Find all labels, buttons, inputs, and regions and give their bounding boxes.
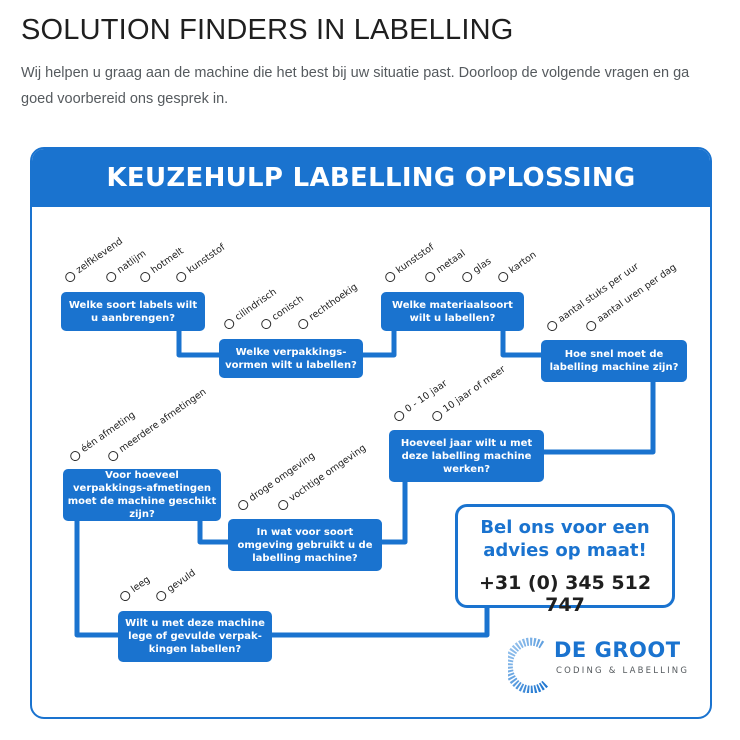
question-text: Hoe snel moet de labelling machine zijn?: [549, 349, 679, 373]
question-text: Welke materiaalsoort wilt u labellen?: [392, 299, 513, 324]
logo-tagline: CODING & LABELLING: [556, 666, 690, 676]
question-text: Wilt u met deze machine lege of gevulde …: [125, 618, 265, 655]
question-years: Hoeveel jaar wilt u met deze labelling m…: [389, 430, 544, 482]
question-speed: Hoe snel moet de labelling machine zijn?: [541, 340, 687, 382]
question-environment: In wat voor soort omgeving gebruikt u de…: [228, 519, 382, 571]
keuzehulp-infographic: KEUZEHULP LABELLING OPLOSSING Welke soor…: [30, 147, 712, 719]
question-text: Welke soort labels wilt u aanbrengen?: [68, 299, 198, 324]
de-groot-logo: DE GROOT CODING & LABELLING: [508, 635, 693, 695]
question-text: Hoeveel jaar wilt u met deze labelling m…: [400, 437, 533, 475]
question-text: Welke verpakkings-vormen wilt u labellen…: [225, 346, 357, 371]
page-title: SOLUTION FINDERS IN LABELLING: [21, 14, 514, 46]
question-sizes: Voor hoeveel verpakkings-afmetingen moet…: [63, 469, 221, 521]
question-packaging-shape: Welke verpakkings-vormen wilt u labellen…: [219, 339, 363, 378]
phone-number[interactable]: +31 (0) 345 512 747: [478, 572, 652, 616]
question-empty-filled: Wilt u met deze machine lege of gevulde …: [118, 611, 272, 662]
cta-line-2: advies op maat!: [483, 540, 647, 561]
question-text: Voor hoeveel verpakkings-afmetingen moet…: [67, 470, 217, 520]
call-to-action-box: Bel ons voor een advies op maat! +31 (0)…: [455, 504, 675, 616]
logo-name: DE GROOT: [554, 638, 681, 662]
flow-connectors: [74, 331, 656, 638]
question-label-type: Welke soort labels wilt u aanbrengen?: [61, 292, 205, 331]
cta-line-1: Bel ons voor een: [480, 517, 650, 538]
infographic-banner: KEUZEHULP LABELLING OPLOSSING: [32, 149, 710, 207]
intro-text: Wij helpen u graag aan de machine die he…: [21, 65, 690, 107]
question-text: In wat voor soort omgeving gebruikt u de…: [237, 526, 373, 564]
question-material: Welke materiaalsoort wilt u labellen?: [381, 292, 524, 331]
infographic-title: KEUZEHULP LABELLING OPLOSSING: [106, 163, 636, 193]
logo-ring-icon: [508, 637, 549, 693]
